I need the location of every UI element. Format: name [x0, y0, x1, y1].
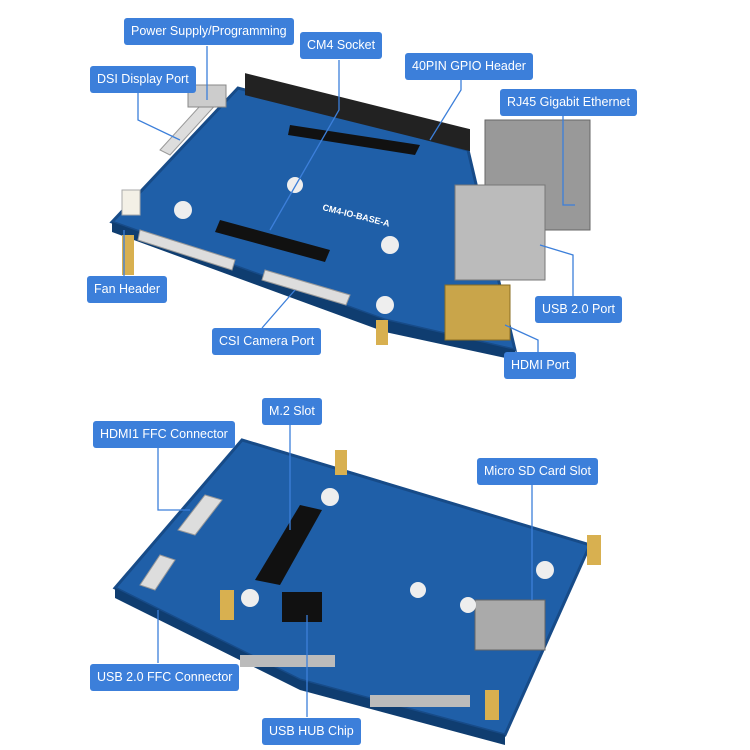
standoff [335, 450, 347, 475]
usb-hub-chip [282, 592, 322, 622]
top-board-edge [112, 222, 515, 360]
label-dsi-port: DSI Display Port [90, 66, 196, 93]
cm4-socket-top [288, 125, 420, 155]
label-usb-ffc: USB 2.0 FFC Connector [90, 664, 240, 691]
leader-lines [123, 46, 575, 717]
mounting-hole [321, 488, 339, 506]
m2-slot [255, 505, 322, 585]
fan-header [121, 189, 141, 216]
hdmi1-ffc [177, 494, 223, 536]
label-hdmi1-ffc: HDMI1 FFC Connector [93, 421, 235, 448]
csi-connector [261, 269, 351, 306]
mounting-hole [381, 236, 399, 254]
fpc-bottom-left [137, 229, 236, 271]
cm4-socket-bottom [215, 220, 330, 262]
label-usb2-port: USB 2.0 Port [535, 296, 622, 323]
gpio-header [245, 73, 470, 152]
mounting-hole [460, 597, 476, 613]
label-usb-hub-chip: USB HUB Chip [262, 718, 361, 745]
label-power-supply: Power Supply/Programming [124, 18, 294, 45]
label-hdmi-port: HDMI Port [504, 352, 577, 379]
standoff [376, 320, 388, 345]
mounting-hole [287, 177, 303, 193]
standoff [587, 535, 601, 565]
bottom-board-edge [115, 588, 505, 745]
bottom-connector [370, 695, 470, 707]
bottom-connector [240, 655, 335, 667]
standoff [220, 590, 234, 620]
usb-jack [454, 184, 546, 281]
mounting-hole [174, 201, 192, 219]
usb-ffc [139, 554, 176, 591]
label-fan-header: Fan Header [87, 276, 168, 303]
label-rj45: RJ45 Gigabit Ethernet [500, 89, 637, 116]
label-sd-slot: Micro SD Card Slot [477, 458, 598, 485]
label-cm4-socket: CM4 Socket [300, 32, 383, 59]
mounting-hole [536, 561, 554, 579]
label-m2-slot: M.2 Slot [262, 398, 322, 425]
hdmi-jack [444, 284, 511, 341]
label-gpio-header: 40PIN GPIO Header [405, 53, 533, 80]
standoff [122, 235, 134, 275]
sd-slot [474, 599, 546, 651]
label-csi-port: CSI Camera Port [212, 328, 322, 355]
mounting-hole [410, 582, 426, 598]
mounting-hole [376, 296, 394, 314]
mounting-hole [241, 589, 259, 607]
standoff [485, 690, 499, 720]
